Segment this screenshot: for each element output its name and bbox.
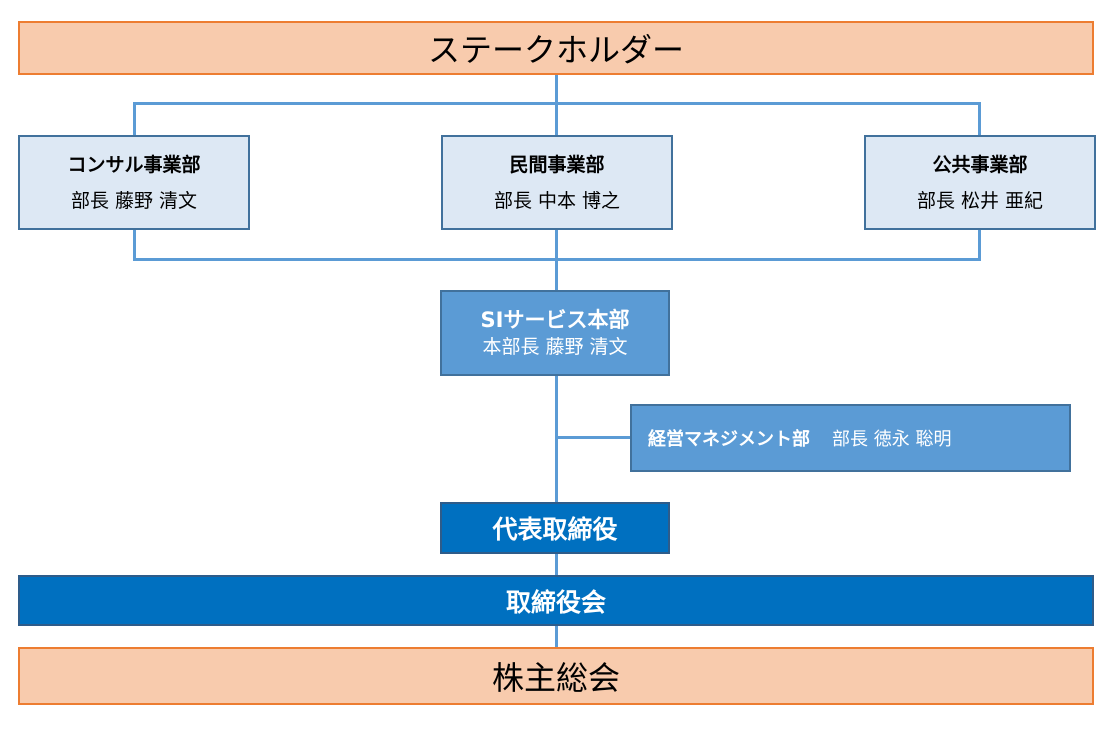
connector-stakeholder-down [555, 74, 558, 104]
management-dept-head: 部長 徳永 聡明 [832, 429, 952, 450]
dept-head: 部長 藤野 清文 [70, 189, 198, 212]
connector-from-dept-left [133, 229, 136, 261]
connector-to-dept-center [555, 102, 558, 136]
shareholders-label: 株主総会 [491, 659, 620, 697]
si-division-name: SIサービス本部 [480, 308, 630, 332]
board-box: 取締役会 [18, 575, 1094, 626]
dept-consulting-box: コンサル事業部 部長 藤野 清文 [18, 135, 250, 230]
connector-to-management [555, 436, 632, 439]
dept-name: 公共事業部 [932, 153, 1028, 176]
dept-name: コンサル事業部 [67, 153, 201, 176]
management-dept-box: 経営マネジメント部 部長 徳永 聡明 [630, 404, 1071, 472]
dept-private-box: 民間事業部 部長 中本 博之 [441, 135, 673, 230]
dept-head: 部長 松井 亜紀 [916, 189, 1044, 212]
dept-public-box: 公共事業部 部長 松井 亜紀 [864, 135, 1096, 230]
stakeholder-box: ステークホルダー [18, 21, 1094, 75]
connector-to-dept-left [133, 102, 136, 136]
stakeholder-label: ステークホルダー [427, 31, 684, 69]
connector-from-dept-right [978, 229, 981, 261]
si-division-head: 本部長 藤野 清文 [482, 336, 628, 358]
connector-from-dept-center [555, 229, 558, 261]
management-dept-name: 経営マネジメント部 [648, 429, 810, 450]
representative-box: 代表取締役 [440, 502, 670, 554]
board-label: 取締役会 [505, 587, 606, 617]
connector-to-si [555, 258, 558, 292]
shareholders-box: 株主総会 [18, 647, 1094, 705]
representative-label: 代表取締役 [492, 515, 618, 544]
si-division-box: SIサービス本部 本部長 藤野 清文 [440, 290, 670, 376]
connector-to-dept-right [978, 102, 981, 136]
dept-name: 民間事業部 [509, 153, 605, 176]
dept-head: 部長 中本 博之 [493, 189, 621, 212]
